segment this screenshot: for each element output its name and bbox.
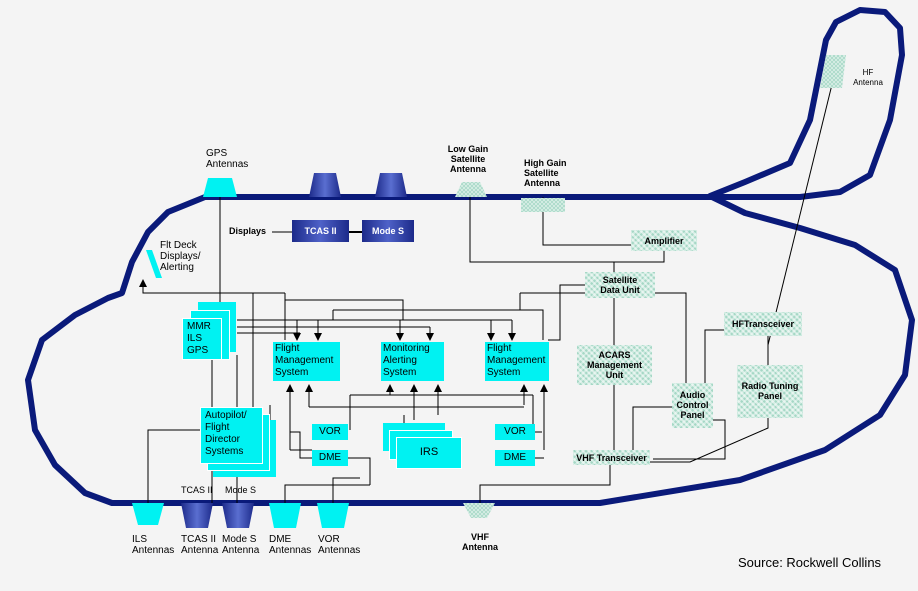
dme-left-box: DME — [312, 450, 348, 466]
hf-antenna-label: HF Antenna — [853, 68, 883, 87]
amplifier-label: Amplifier — [644, 236, 684, 246]
fms-right-box: Flight Management System — [485, 342, 549, 381]
tcas-top-antenna-shape — [309, 173, 341, 197]
modes-box-label: Mode S — [371, 226, 404, 236]
audio-label: Audio Control Panel — [676, 390, 709, 420]
tcas-box: TCAS II — [292, 220, 349, 242]
modes-bottom-top-label: Mode S — [225, 485, 257, 495]
audio-box: Audio Control Panel — [672, 383, 713, 428]
vhf-antenna-shape — [463, 503, 495, 518]
acars-label: ACARS Management Unit — [586, 350, 642, 380]
autopilot-box: Autopilot/ Flight Director Systems — [200, 407, 263, 464]
monitoring-box: Monitoring Alerting System — [381, 342, 444, 381]
vor-antenna-shape — [317, 503, 349, 528]
fuselage-outline — [25, 7, 915, 506]
fms-left-label: Flight Management System — [275, 343, 334, 378]
sdu-box: Satellite Data Unit — [585, 272, 655, 298]
vor-right-box: VOR — [495, 424, 535, 440]
flt-deck-label: Flt Deck Displays/ Alerting — [160, 240, 201, 273]
radio-tuning-box: Radio Tuning Panel — [737, 365, 803, 418]
irs-label: IRS — [419, 446, 439, 458]
high-gain-label: High Gain Satellite Antenna — [524, 158, 567, 188]
vor-left-box: VOR — [312, 424, 348, 440]
acars-box: ACARS Management Unit — [577, 345, 652, 385]
tcas-box-label: TCAS II — [304, 226, 337, 236]
low-gain-label: Low Gain Satellite Antenna — [447, 144, 489, 174]
vor-left-label: VOR — [319, 426, 341, 437]
sdu-label: Satellite Data Unit — [600, 275, 640, 295]
irs-box: IRS — [396, 437, 462, 469]
radio-tuning-label: Radio Tuning Panel — [741, 381, 799, 401]
vhf-antenna-label: VHF Antenna — [462, 532, 498, 552]
vor-right-label: VOR — [504, 426, 526, 437]
fms-left-box: Flight Management System — [273, 342, 340, 381]
vhf-transceiver-label: VHF Transceiver — [576, 453, 647, 463]
ils-antenna-shape — [132, 503, 164, 525]
gps-antennas-label: GPS Antennas — [206, 148, 249, 170]
hf-transceiver-label: HFTransceiver — [731, 319, 795, 329]
mmr-box: MMR ILS GPS — [182, 318, 222, 360]
amplifier-box: Amplifier — [631, 230, 697, 251]
dme-right-box: DME — [495, 450, 535, 466]
vhf-transceiver-box: VHF Transceiver — [573, 450, 650, 465]
modes-box: Mode S — [362, 220, 414, 242]
source-credit: Source: Rockwell Collins — [738, 555, 882, 570]
low-gain-antenna-shape — [455, 182, 487, 197]
dme-right-label: DME — [503, 452, 527, 463]
tcas-bottom-antenna-shape — [181, 503, 213, 528]
hf-antenna-shape — [820, 55, 846, 88]
tcas-antenna-label: TCAS II Antenna — [181, 534, 219, 556]
flt-deck-wedge — [146, 250, 162, 278]
vor-antennas-label: VOR Antennas — [318, 534, 361, 556]
monitoring-label: Monitoring Alerting System — [383, 343, 430, 378]
modes-antenna-label: Mode S Antenna — [222, 534, 260, 556]
dme-antennas-label: DME Antennas — [269, 534, 312, 556]
ils-antennas-label: ILS Antennas — [132, 534, 175, 556]
fms-right-label: Flight Management System — [487, 343, 546, 378]
hf-transceiver-box: HFTransceiver — [724, 312, 802, 336]
mmr-label: MMR ILS GPS — [187, 321, 211, 356]
displays-label: Displays — [229, 226, 267, 236]
high-gain-antenna-shape — [521, 198, 565, 212]
autopilot-label: Autopilot/ Flight Director Systems — [205, 410, 247, 457]
dme-antenna-shape — [269, 503, 301, 528]
gps-antenna-shape — [203, 178, 237, 197]
tcas-bottom-top-label: TCAS II — [181, 485, 213, 495]
modes-top-antenna-shape — [375, 173, 407, 197]
modes-bottom-antenna-shape — [222, 503, 254, 528]
dme-left-label: DME — [318, 452, 342, 463]
